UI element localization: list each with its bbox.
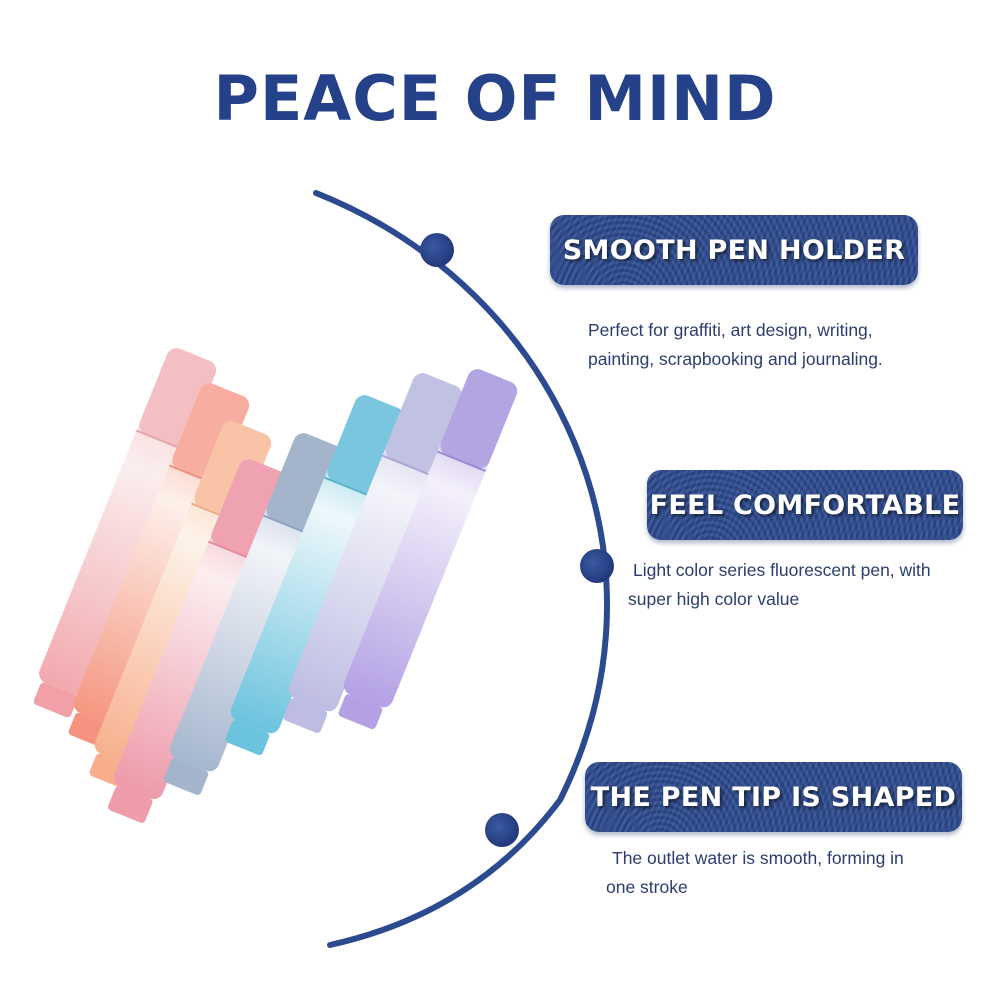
feature-description-line: super high color value <box>628 589 800 609</box>
pen-turquoise <box>225 395 405 756</box>
feature-heading-label: FEEL COMFORTABLE <box>649 489 961 521</box>
feature-description-1: Perfect for graffiti, art design, writin… <box>588 316 968 374</box>
timeline-dot-icon <box>580 549 614 583</box>
feature-heading-label: THE PEN TIP IS SHAPED <box>590 781 957 813</box>
pen-rose <box>108 459 289 823</box>
feature-heading-feel-comfortable: FEEL COMFORTABLE <box>647 470 963 540</box>
feature-description-3: The outlet water is smooth, forming in o… <box>606 844 946 902</box>
page-title: PEACE OF MIND <box>213 62 777 135</box>
timeline-arc <box>313 190 610 948</box>
pen-lavender <box>283 373 463 734</box>
feature-description-line: Perfect for graffiti, art design, writin… <box>588 320 873 340</box>
pen-purple <box>338 369 518 730</box>
feature-description-line: Light color series fluorescent pen, with <box>633 560 931 580</box>
feature-description-line: one stroke <box>606 877 688 897</box>
timeline-dot-icon <box>420 233 454 267</box>
timeline-dot-icon <box>485 813 519 847</box>
feature-heading-pen-tip-shaped: THE PEN TIP IS SHAPED <box>585 762 962 832</box>
pen-group <box>33 348 518 823</box>
feature-description-2: Light color series fluorescent pen, with… <box>628 556 978 614</box>
feature-heading-label: SMOOTH PEN HOLDER <box>562 234 906 266</box>
feature-heading-smooth-pen-holder: SMOOTH PEN HOLDER <box>550 215 918 285</box>
pen-greyblue <box>163 433 344 795</box>
feature-description-line: The outlet water is smooth, forming in <box>612 848 904 868</box>
pen-pink <box>33 348 217 718</box>
feature-description-line: painting, scrapbooking and journaling. <box>588 349 883 369</box>
